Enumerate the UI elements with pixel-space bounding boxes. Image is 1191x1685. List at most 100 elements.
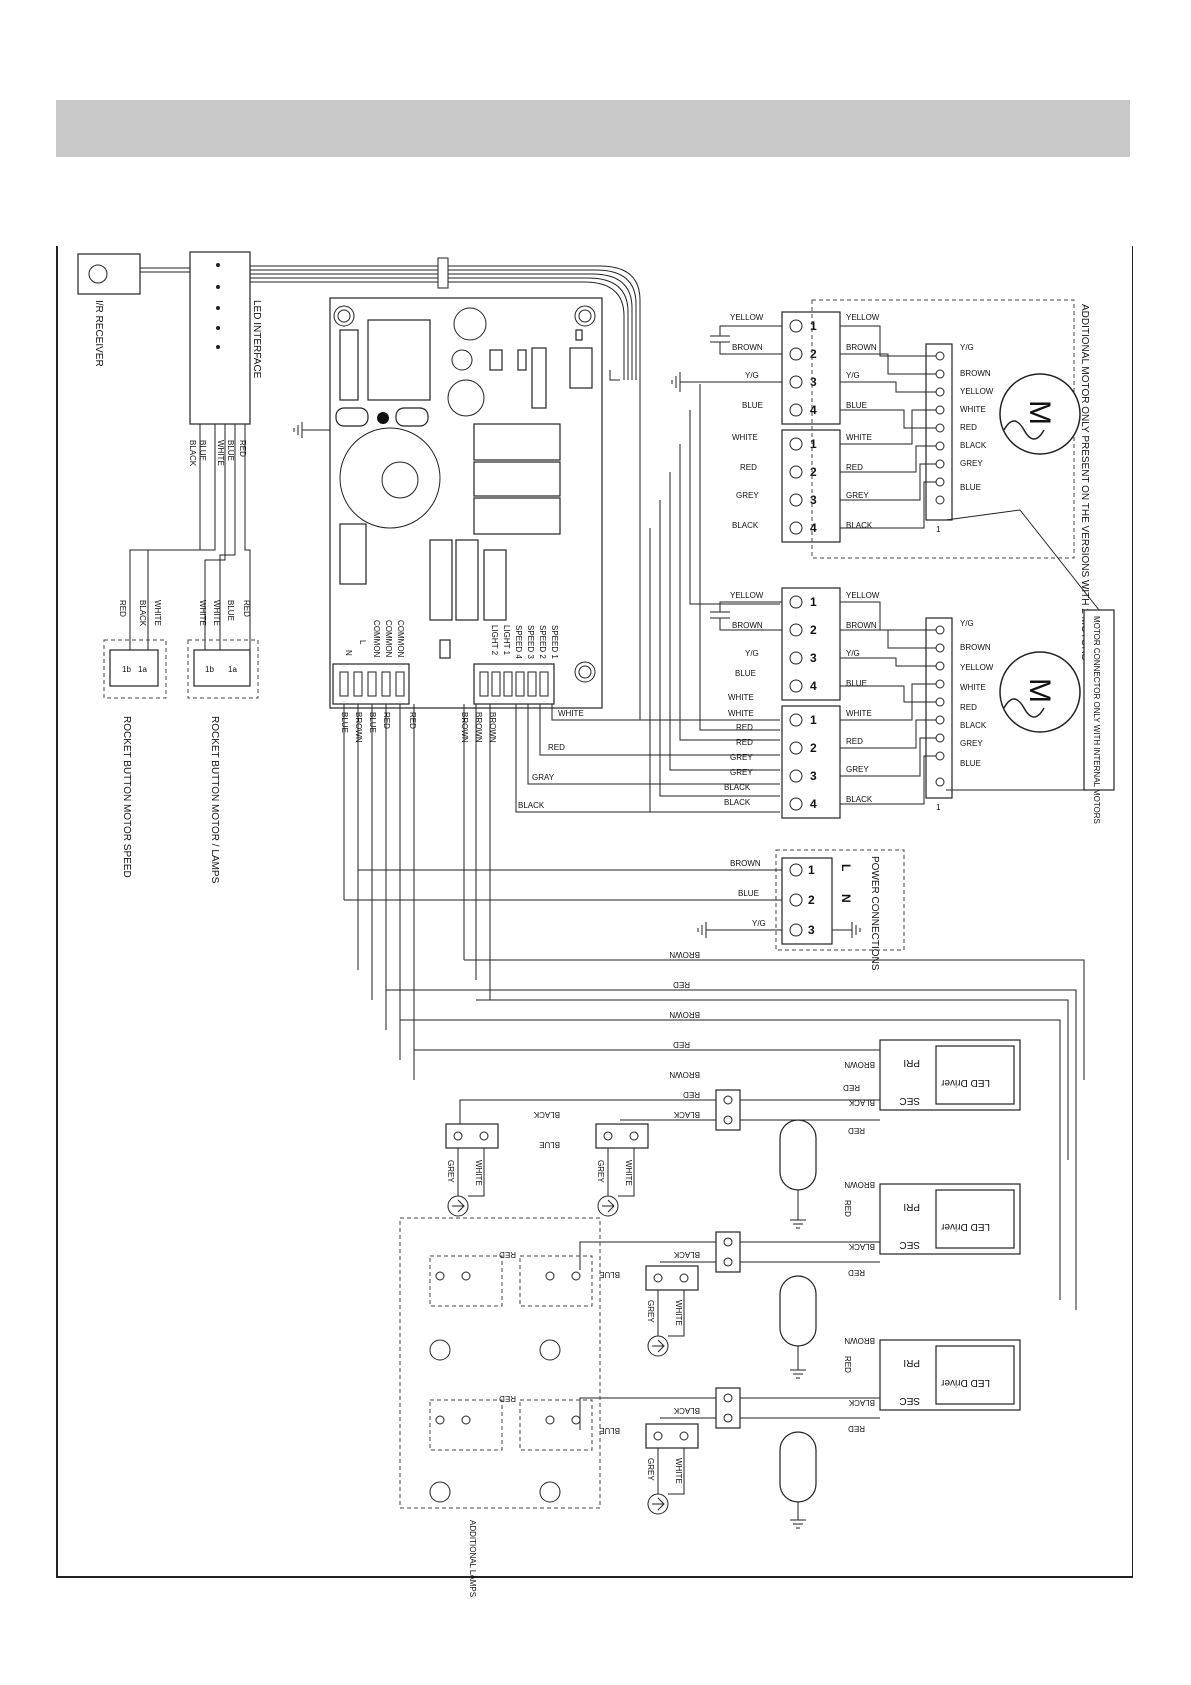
pin-l: L bbox=[358, 640, 367, 645]
svg-text:1b: 1b bbox=[205, 665, 214, 674]
svg-text:PRI: PRI bbox=[903, 1357, 920, 1368]
motor-top: M bbox=[999, 373, 1081, 455]
motor-connector-note-box: MOTOR CONNECTOR ONLY WITH INTERNAL MOTOR… bbox=[945, 509, 1115, 824]
svg-text:4: 4 bbox=[810, 403, 817, 417]
svg-text:3: 3 bbox=[810, 375, 817, 389]
pin-speed-4: SPEED 4 bbox=[514, 625, 523, 659]
out-brown: BROWN bbox=[354, 712, 363, 743]
svg-text:WHITE: WHITE bbox=[624, 1160, 633, 1186]
led-driver-1-label: LED Driver bbox=[940, 1077, 990, 1088]
svg-text:WHITE: WHITE bbox=[846, 709, 872, 718]
lamp-group-2: GREY WHITE bbox=[645, 1265, 699, 1357]
spd-white: WHITE bbox=[558, 709, 584, 718]
svg-text:RED: RED bbox=[848, 1268, 865, 1277]
svg-text:BROWN: BROWN bbox=[669, 950, 700, 959]
svg-text:SEC: SEC bbox=[899, 1239, 920, 1250]
svg-text:WHITE: WHITE bbox=[728, 709, 754, 718]
svg-text:BLACK: BLACK bbox=[724, 798, 751, 807]
svg-text:GREY: GREY bbox=[730, 768, 753, 777]
svg-text:BROWN: BROWN bbox=[732, 343, 763, 352]
pin-n: N bbox=[344, 650, 353, 656]
svg-text:RED: RED bbox=[740, 463, 757, 472]
spd-gray: GRAY bbox=[532, 773, 555, 782]
svg-text:3: 3 bbox=[810, 769, 817, 783]
out-brown-4: BROWN bbox=[488, 712, 497, 743]
svg-text:1: 1 bbox=[810, 595, 817, 609]
svg-text:BLACK: BLACK bbox=[848, 1242, 875, 1251]
svg-text:1a: 1a bbox=[228, 665, 237, 674]
motor-bottom-symbol: M bbox=[1023, 678, 1056, 703]
svg-text:YELLOW: YELLOW bbox=[960, 387, 994, 396]
out-red: RED bbox=[382, 712, 391, 729]
svg-text:2: 2 bbox=[810, 741, 817, 755]
svg-text:BROWN: BROWN bbox=[960, 369, 991, 378]
svg-text:Y/G: Y/G bbox=[745, 371, 759, 380]
svg-text:YELLOW: YELLOW bbox=[730, 313, 764, 322]
rms-red: RED bbox=[118, 600, 127, 617]
svg-text:BLACK: BLACK bbox=[724, 783, 751, 792]
led-driver-1: LED Driver PRI SEC BROWN RED BLACK RED bbox=[843, 1039, 1021, 1135]
svg-text:YELLOW: YELLOW bbox=[960, 663, 994, 672]
svg-text:RED: RED bbox=[846, 463, 863, 472]
svg-text:RED: RED bbox=[673, 1040, 690, 1049]
svg-text:Y/G: Y/G bbox=[745, 649, 759, 658]
filters bbox=[779, 1119, 817, 1529]
rocket-motor-speed-label: ROCKET BUTTON MOTOR SPEED bbox=[121, 716, 132, 878]
motor-top-symbol: M bbox=[1023, 400, 1056, 425]
svg-text:1: 1 bbox=[936, 525, 941, 534]
svg-text:BLUE: BLUE bbox=[742, 401, 763, 410]
motor-connector-bottom: 1 Y/G BROWN YELLOW WHITE RED BLACK GREY … bbox=[925, 617, 994, 812]
svg-text:BROWN: BROWN bbox=[844, 1336, 875, 1345]
terminal-to-motor-wires bbox=[840, 325, 936, 805]
svg-text:BLACK: BLACK bbox=[848, 1098, 875, 1107]
svg-text:GREY: GREY bbox=[846, 765, 869, 774]
svg-text:2: 2 bbox=[808, 893, 815, 907]
capacitors-grounds bbox=[671, 325, 782, 631]
control-board: COMMON COMMON COMMON L N SPEED 1 SPEED 2… bbox=[293, 297, 603, 709]
rms-white: WHITE bbox=[153, 600, 162, 626]
svg-text:WHITE: WHITE bbox=[732, 433, 758, 442]
svg-text:PRI: PRI bbox=[903, 1201, 920, 1212]
pin-speed-1: SPEED 1 bbox=[550, 625, 559, 659]
svg-text:GREY: GREY bbox=[596, 1160, 605, 1183]
svg-text:4: 4 bbox=[810, 521, 817, 535]
svg-text:GREY: GREY bbox=[960, 459, 983, 468]
svg-text:GREY: GREY bbox=[646, 1300, 655, 1323]
svg-text:BLACK: BLACK bbox=[732, 521, 759, 530]
svg-text:1: 1 bbox=[810, 319, 817, 333]
svg-text:GREY: GREY bbox=[960, 739, 983, 748]
svg-text:BLUE: BLUE bbox=[599, 1270, 620, 1279]
svg-text:RED: RED bbox=[736, 738, 753, 747]
svg-text:BROWN: BROWN bbox=[844, 1060, 875, 1069]
led-driver-3: LED Driver PRI SEC BROWN BLACK RED RED bbox=[843, 1336, 1021, 1433]
svg-text:BLUE: BLUE bbox=[738, 889, 759, 898]
svg-text:3: 3 bbox=[810, 493, 817, 507]
svg-text:BLACK: BLACK bbox=[846, 521, 873, 530]
svg-text:1: 1 bbox=[810, 437, 817, 451]
svg-text:WHITE: WHITE bbox=[960, 683, 986, 692]
svg-text:WHITE: WHITE bbox=[846, 433, 872, 442]
terminal-block-top-2: 1 2 3 4 WHITE RED GREY BLACK WHITE RED G… bbox=[732, 429, 873, 543]
svg-text:1b: 1b bbox=[122, 665, 131, 674]
svg-text:YELLOW: YELLOW bbox=[846, 591, 880, 600]
svg-text:BROWN: BROWN bbox=[669, 1070, 700, 1079]
out-red-2: RED bbox=[408, 712, 417, 729]
svg-text:BLUE: BLUE bbox=[960, 759, 981, 768]
svg-text:GREY: GREY bbox=[736, 491, 759, 500]
pin-common-3: COMMON bbox=[372, 620, 381, 658]
terminal-block-top-1: 1 2 3 4 YELLOW BROWN Y/G BLUE YELLOW BRO… bbox=[730, 311, 880, 425]
svg-text:YELLOW: YELLOW bbox=[730, 591, 764, 600]
pin-light-1: LIGHT 1 bbox=[502, 625, 511, 656]
svg-text:1: 1 bbox=[810, 713, 817, 727]
spd-red: RED bbox=[548, 743, 565, 752]
wire-label-blue-2: BLUE bbox=[198, 440, 207, 461]
wire-label-black: BLACK bbox=[188, 440, 197, 467]
svg-text:L: L bbox=[839, 864, 853, 871]
svg-text:BLACK: BLACK bbox=[533, 1110, 560, 1119]
svg-text:1: 1 bbox=[936, 803, 941, 812]
svg-text:WHITE: WHITE bbox=[474, 1160, 483, 1186]
svg-text:BROWN: BROWN bbox=[844, 1180, 875, 1189]
svg-text:1a: 1a bbox=[138, 665, 147, 674]
svg-text:BLACK: BLACK bbox=[673, 1110, 700, 1119]
svg-text:SEC: SEC bbox=[899, 1095, 920, 1106]
